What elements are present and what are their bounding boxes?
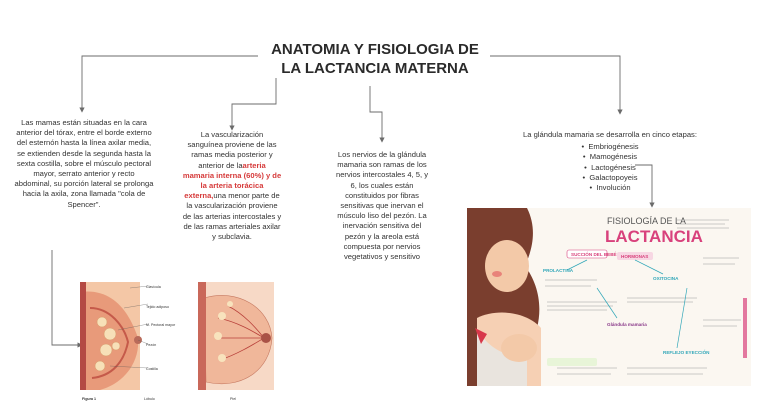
vascular-text-highlight: arteria mamaria interna (60%) y de la ar… [182, 160, 282, 201]
infographic-title-1: FISIOLOGÍA DE LA [607, 216, 686, 226]
lactation-infographic: FISIOLOGÍA DE LA LACTANCIA SUCCIÓN DEL B… [467, 208, 751, 386]
vascular-text-part2: una menor parte de la vascularización pr… [182, 191, 282, 242]
anatomy-label-pectoral: M. Pectoral mayor [146, 323, 176, 327]
arrow-to-col1 [79, 55, 258, 113]
stages-list: Embriogénesis Mamogénesis Lactogénesis G… [496, 142, 724, 193]
title-line-2: LA LACTANCIA MATERNA [281, 60, 469, 77]
anatomy-label-clavicula: Clavícula [146, 285, 161, 289]
arrow-col1-to-anatomy [51, 250, 83, 348]
tag-prolactina: PROLACTINA [543, 268, 574, 273]
anatomy-figure-caption: Figura 1 [82, 397, 96, 401]
arrow-to-col2 [229, 78, 277, 131]
stage-item: Galactopoyeis [496, 173, 724, 183]
text-block-stages: La glándula mamaria se desarrolla en cin… [496, 130, 724, 193]
stage-item: Embriogénesis [496, 142, 724, 152]
stage-item: Lactogénesis [496, 163, 724, 173]
infographic-svg: FISIOLOGÍA DE LA LACTANCIA SUCCIÓN DEL B… [467, 208, 747, 386]
tag-glandula: Glándula mamaria [607, 322, 647, 327]
tag-oxitocina: OXITOCINA [653, 276, 679, 281]
text-block-vascularization: La vascularización sanguínea proviene de… [182, 130, 282, 242]
text-block-innervation: Los nervios de la glándula mamaria son r… [335, 150, 428, 262]
arrow-to-col4 [490, 55, 623, 115]
breast-anatomy-illustration: Clavícula Tejido adiposo M. Pectoral may… [80, 278, 276, 404]
stages-intro: La glándula mamaria se desarrolla en cin… [523, 130, 697, 139]
anatomy-label-lobulo: Lóbulo [144, 397, 155, 401]
vascular-text-part1: La vascularización sanguínea proviene de… [187, 130, 277, 170]
title-line-1: ANATOMIA Y FISIOLOGIA DE [271, 41, 479, 58]
anatomy-label-pezon: Pezón [146, 343, 156, 347]
tag-hormonas: HORMONAS [621, 254, 648, 259]
infographic-title-2: LACTANCIA [605, 227, 703, 246]
arrow-to-col3 [369, 86, 385, 143]
tag-reflejo: REFLEJO EYECCIÓN [663, 348, 710, 355]
stage-item: Involución [496, 183, 724, 193]
tag-succion: SUCCIÓN DEL BEBÉ [571, 250, 617, 257]
anatomy-svg: Clavícula Tejido adiposo M. Pectoral may… [80, 282, 274, 401]
anatomy-label-tejido: Tejido adiposo [146, 305, 169, 309]
text-block-location: Las mamas están situadas en la cara ante… [14, 118, 154, 209]
anatomy-label-costilla: Costilla [146, 367, 158, 371]
anatomy-label-piel: Piel [230, 397, 236, 401]
stage-item: Mamogénesis [496, 152, 724, 162]
main-title: ANATOMIA Y FISIOLOGIA DE LA LACTANCIA MA… [230, 40, 520, 78]
